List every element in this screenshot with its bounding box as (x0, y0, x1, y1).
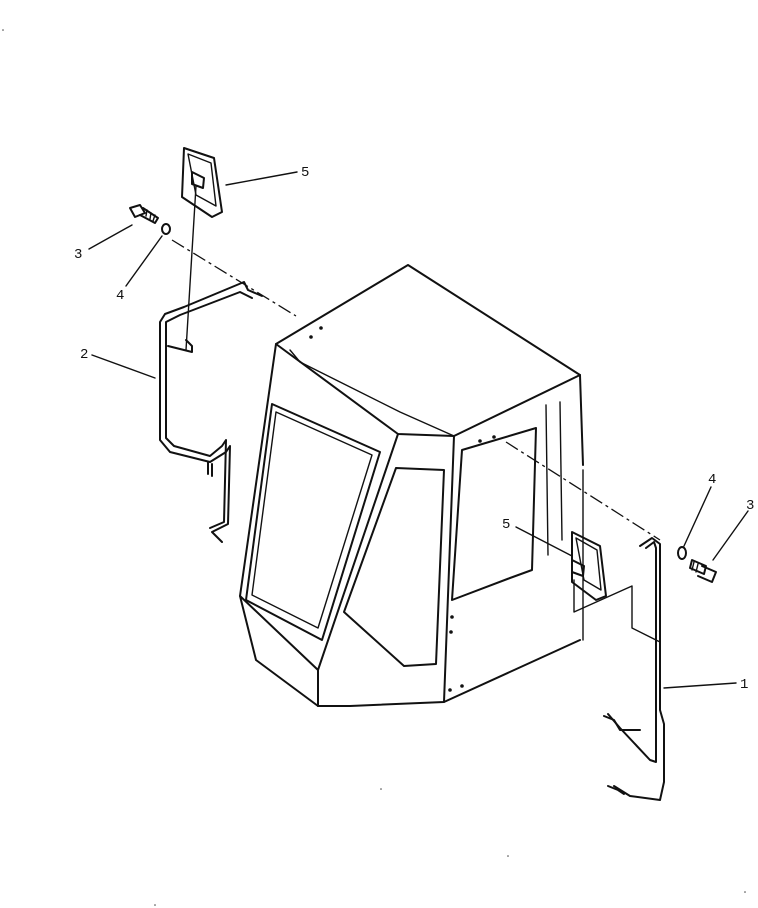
bolt-left-part (129, 204, 159, 224)
callout-bolt-right: 3 (746, 498, 754, 514)
cab-body (239, 264, 584, 707)
callout-washer-left: 4 (116, 288, 124, 304)
bracket-right-part (603, 537, 665, 801)
callout-bracket-left: 2 (80, 347, 88, 363)
callout-washer-right: 4 (708, 472, 716, 488)
callout-mirror-right: 5 (502, 517, 510, 533)
washer-right-part (677, 546, 687, 560)
callout-mirror-top-left: 5 (301, 165, 309, 181)
mirror-right-part (571, 531, 661, 643)
bracket-left-part (159, 281, 263, 543)
callout-bolt-left: 3 (74, 247, 82, 263)
callout-bracket-right: 1 (740, 677, 748, 693)
bolt-right-part (689, 559, 717, 583)
leader-lines (88, 171, 749, 689)
washer-left-part (161, 223, 171, 235)
leader-dash-right (505, 441, 661, 541)
mirror-left-part (181, 147, 223, 351)
